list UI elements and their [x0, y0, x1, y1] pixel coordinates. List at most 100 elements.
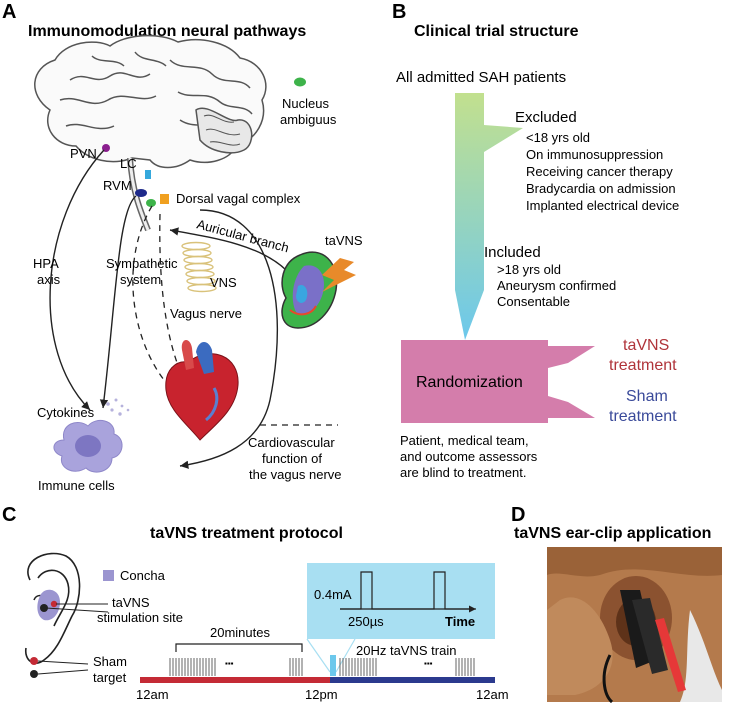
panel-a-letter: A: [2, 1, 16, 23]
excluded-title: Excluded: [515, 109, 577, 126]
timeline-night-blue: [330, 677, 495, 683]
dvc-marker-orange: [160, 194, 169, 204]
cardio-legend-1: Cardiovascular: [248, 435, 335, 450]
ear-clip-photo: [547, 547, 722, 704]
stim-site-label-2: stimulation site: [97, 610, 183, 625]
stim-site-dot-2: [50, 600, 58, 608]
vagus-nerve-line: [179, 209, 279, 469]
panel-a: A Immunomodulation neural pathways Nucle…: [2, 1, 363, 493]
concha-swatch: [103, 570, 114, 581]
inset-connector: [306, 638, 356, 673]
included-title: Included: [484, 244, 541, 261]
panel-b-title: Clinical trial structure: [414, 23, 579, 40]
nucleus-ambiguus-dot: [294, 77, 306, 87]
brain-illustration: [34, 34, 267, 232]
lc-marker: [145, 170, 151, 179]
current-label: 0.4mA: [314, 587, 352, 602]
lightning-bolt-icon: [322, 258, 356, 292]
blinding-note-3: are blind to treatment.: [400, 465, 526, 480]
pulse-inset-box: [307, 563, 495, 639]
excluded-item-3: Bradycardia on admission: [526, 181, 676, 196]
train-label: 20Hz taVNS train: [356, 643, 456, 658]
nucleus-ambiguus-label-1: Nucleus: [282, 96, 329, 111]
panel-b-letter: B: [392, 1, 406, 23]
included-item-2: Consentable: [497, 294, 570, 309]
sham-treatment-2: treatment: [609, 408, 677, 425]
heart-illustration: [165, 339, 239, 441]
excluded-item-0: <18 yrs old: [526, 130, 590, 145]
pulse-width-label: 250µs: [348, 614, 384, 629]
immune-cell-nucleus: [75, 435, 101, 457]
panel-c-letter: C: [2, 504, 16, 526]
sham-target-label-2: target: [93, 670, 127, 685]
cardio-legend-2: function of: [262, 451, 322, 466]
ellipsis-red: ▪▪▪: [225, 659, 234, 668]
panel-b: B Clinical trial structure All admitted …: [392, 1, 679, 480]
rvm-dot: [135, 189, 147, 197]
stim-pointer-2: [45, 607, 109, 613]
stim-ticks-red-period: [169, 658, 303, 676]
sham-pointer-2: [37, 669, 89, 675]
train-highlight: [330, 655, 336, 676]
hpa-label-2: axis: [37, 272, 61, 287]
sham-treatment-1: Sham: [626, 388, 668, 405]
vagus-nerve-label: Vagus nerve: [170, 306, 242, 321]
stim-site-label-1: taVNS: [112, 595, 150, 610]
sham-dot-1: [30, 657, 38, 665]
dvc-dot-green: [146, 199, 156, 207]
tavns-treatment-2: treatment: [609, 357, 677, 374]
hpa-label-1: HPA: [33, 256, 59, 271]
rvm-label: RVM: [103, 178, 132, 193]
cardio-legend-3: the vagus nerve: [249, 467, 342, 482]
blinding-note-2: and outcome assessors: [400, 449, 538, 464]
panel-c-title: taVNS treatment protocol: [150, 525, 343, 542]
cytokines-label: Cytokines: [37, 405, 95, 420]
sympathetic-label-2: system: [120, 272, 161, 287]
sympathetic-arrow: [99, 195, 137, 409]
hpa-axis-arrow: [49, 149, 105, 411]
sympathetic-label-1: Sympathetic: [106, 256, 178, 271]
all-admitted-label: All admitted SAH patients: [396, 69, 566, 86]
panel-d: D taVNS ear-clip application: [511, 504, 722, 704]
included-item-1: Aneurysm confirmed: [497, 278, 616, 293]
time-label-mid: 12pm: [305, 687, 338, 702]
sham-target-label-1: Sham: [93, 654, 127, 669]
cardiovascular-dashed-path-2: [159, 213, 185, 381]
excluded-item-1: On immunosuppression: [526, 147, 663, 162]
randomization-shape: [401, 340, 595, 423]
ear-illustration: [281, 251, 338, 329]
lc-label: LC: [120, 156, 137, 171]
minutes-label: 20minutes: [210, 625, 270, 640]
tavns-label: taVNS: [325, 233, 363, 248]
auricular-branch-label: Auricular branch: [195, 216, 290, 255]
immune-cells-label: Immune cells: [38, 478, 115, 493]
pvn-label: PVN: [70, 146, 97, 161]
ellipsis-blue: ▪▪▪: [424, 659, 433, 668]
nucleus-ambiguus-label-2: ambiguus: [280, 112, 337, 127]
timeline-day-red: [140, 677, 330, 683]
stim-ticks-blue-period: [339, 658, 475, 676]
cytokine-dots: [106, 398, 130, 416]
cardiovascular-dashed-path: [132, 205, 169, 386]
auricular-branch-arrow: [169, 227, 287, 271]
patient-funnel: [455, 93, 523, 340]
sham-dot-2: [30, 670, 38, 678]
panel-c: C taVNS treatment protocol Concha taVNS …: [2, 504, 509, 702]
panel-d-title: taVNS ear-clip application: [514, 525, 711, 542]
time-label-end: 12am: [476, 687, 509, 702]
vns-coil: [181, 241, 217, 293]
blinding-note-1: Patient, medical team,: [400, 433, 529, 448]
sham-pointer-1: [37, 660, 89, 665]
dorsal-vagal-complex-label: Dorsal vagal complex: [176, 191, 301, 206]
time-label: Time: [445, 614, 475, 629]
excluded-item-4: Implanted electrical device: [526, 198, 679, 213]
concha-region: [37, 589, 60, 621]
time-label-start: 12am: [136, 687, 169, 702]
vns-label: VNS: [210, 275, 237, 290]
concha-label: Concha: [120, 568, 166, 583]
randomization-label: Randomization: [416, 374, 523, 391]
minutes-bracket: [175, 643, 303, 652]
excluded-item-2: Receiving cancer therapy: [526, 164, 673, 179]
tavns-treatment-1: taVNS: [623, 337, 669, 354]
